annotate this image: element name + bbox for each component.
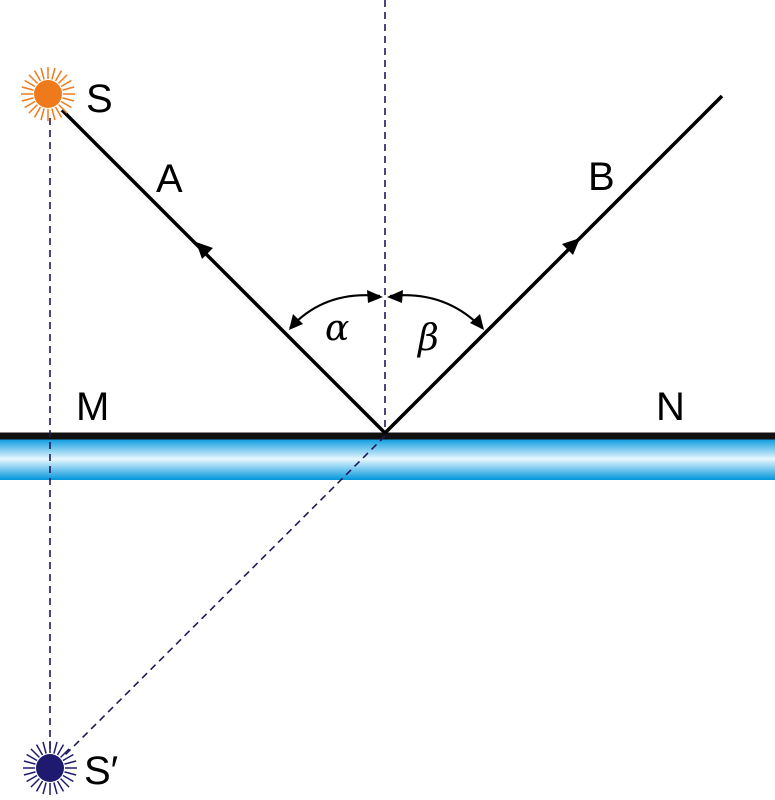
reflected-ray-arrowhead [562,238,580,255]
incident-ray-arrowhead [196,242,213,259]
sun-ray [64,771,77,776]
angle-beta-arrowhead-left [387,290,403,303]
sun-ray [24,79,36,88]
label-source: S [86,77,113,121]
sun-ray [28,104,38,114]
label-beta: β [416,318,439,359]
sun-ray [33,106,42,118]
sun-ray [26,753,38,762]
sun-ray [62,97,75,102]
incident-ray [60,108,387,435]
sun-ray [60,79,72,88]
sun-ray [21,86,34,91]
sun-ray [51,108,56,121]
sun-ray [28,74,38,84]
angle-alpha-arrowhead-left [289,314,303,330]
sun-ray [23,760,36,765]
sun-ray [51,67,56,80]
angle-beta-arrowhead-right [470,314,484,330]
sun-ray [62,86,75,91]
sun-ray [40,67,45,80]
label-mirror-n: N [656,385,685,429]
reflected-ray [383,94,724,435]
sun-ray [54,70,63,82]
label-ray-b: B [588,155,615,199]
sun-ray [30,748,40,758]
sun-ray [62,753,74,762]
sun-ray [24,100,36,109]
sun-ray [21,97,34,102]
sun-ray [60,100,72,109]
sun-ray [42,782,47,795]
ray-extension-line [63,435,386,757]
sun-ray [56,744,65,756]
sun-ray [58,104,68,114]
sun-ray [64,760,77,765]
angle-alpha-arrowhead-right [367,290,383,303]
water-band [0,438,775,480]
sun-ray [56,780,65,792]
sun-ray [53,782,58,795]
source-sun-icon [21,67,75,121]
label-image: S′ [84,749,118,793]
sun-ray [26,774,38,783]
sun-ray [60,778,70,788]
sun-ray [33,70,42,82]
sun-ray [35,744,44,756]
sun-ray [42,741,47,754]
sun-ray [60,748,70,758]
sun-ray [53,741,58,754]
sun-ray [35,780,44,792]
sun-ray [30,778,40,788]
label-alpha: α [325,308,349,349]
sun-ray [23,771,36,776]
sun-ray [58,74,68,84]
sun-ray [62,774,74,783]
sun-ray [54,106,63,118]
sun-ray [40,108,45,121]
image-sun-icon [23,741,77,795]
label-mirror-m: M [76,385,109,429]
label-ray-a: A [156,157,183,201]
